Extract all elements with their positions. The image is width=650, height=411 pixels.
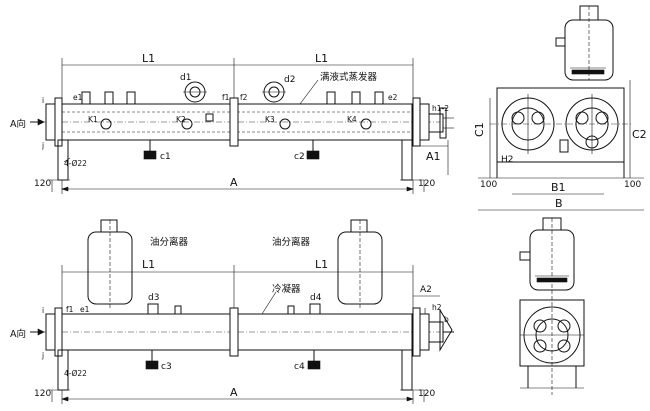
label-oil-separator-right: 油分离器: [272, 236, 311, 248]
dim-A2: A2: [420, 285, 432, 295]
dim-C2: C2: [632, 128, 647, 141]
label-condenser: 冷凝器: [272, 283, 301, 295]
dim-L1-right-bottom: L1: [315, 258, 328, 271]
label-l: l: [424, 307, 426, 316]
dim-100-left: 100: [480, 180, 497, 190]
label-holes-bottom: 4-Ø22: [64, 369, 87, 378]
label-e2: e2: [388, 93, 398, 102]
dim-L1-left: L1: [142, 52, 155, 65]
label-oil-separator-left: 油分离器: [150, 236, 189, 248]
evaporator-side-view: L1 L1 d1 d2 K1 K2 K3: [10, 52, 454, 194]
dim-L1-left-bottom: L1: [142, 258, 155, 271]
label-K4: K4: [347, 115, 357, 124]
label-f2: f2: [240, 93, 248, 102]
label-e1-bottom: e1: [80, 305, 90, 314]
label-i: i: [42, 96, 44, 105]
label-d2: d2: [284, 75, 295, 85]
label-e1: e1: [73, 93, 83, 102]
label-K2: K2: [176, 115, 186, 124]
label-c4: c4: [294, 362, 305, 372]
dim-B: B: [555, 197, 563, 210]
label-K3: K3: [265, 115, 275, 124]
label-c1: c1: [160, 152, 171, 162]
label-c2: c2: [294, 152, 305, 162]
view-arrow-label-top: A向: [10, 118, 26, 130]
label-d4: d4: [310, 293, 322, 303]
evaporator-end-view: C1 C2 H2 100 100 B1 B: [473, 5, 647, 211]
dim-120-bottom-right: 120: [418, 389, 435, 399]
dim-A1: A1: [426, 150, 441, 163]
dim-H2: H2: [501, 155, 514, 165]
label-i-bottom: i: [42, 306, 44, 315]
label-j-bottom: j: [41, 351, 44, 360]
label-f1: f1: [222, 93, 230, 102]
label-c3: c3: [161, 362, 172, 372]
condenser-end-view: [519, 217, 585, 395]
label-d3: d3: [148, 293, 159, 303]
label-b: b: [444, 315, 449, 324]
dim-100-right: 100: [624, 180, 641, 190]
label-d1: d1: [180, 73, 191, 83]
dim-B1: B1: [551, 181, 566, 194]
label-K1: K1: [88, 115, 98, 124]
dim-120-bottom-left: 120: [34, 389, 51, 399]
condenser-side-view: L1 L1 油分离器 油分离器 d3 d4 c3 c4: [10, 219, 454, 404]
dim-120-top-left: 120: [34, 179, 51, 189]
dim-120-top-right: 120: [418, 179, 435, 189]
label-j: j: [41, 141, 44, 150]
label-f1-bottom: f1: [66, 305, 74, 314]
view-arrow-label-bottom: A向: [10, 328, 26, 340]
label-evaporator: 满液式蒸发器: [320, 71, 378, 83]
label-h2: h2: [432, 303, 442, 312]
dim-A-top: A: [230, 176, 238, 189]
dim-L1-right: L1: [315, 52, 328, 65]
label-holes-top: 4-Ø22: [64, 159, 87, 168]
dim-C1: C1: [473, 122, 486, 137]
dim-A-bottom: A: [230, 386, 238, 399]
